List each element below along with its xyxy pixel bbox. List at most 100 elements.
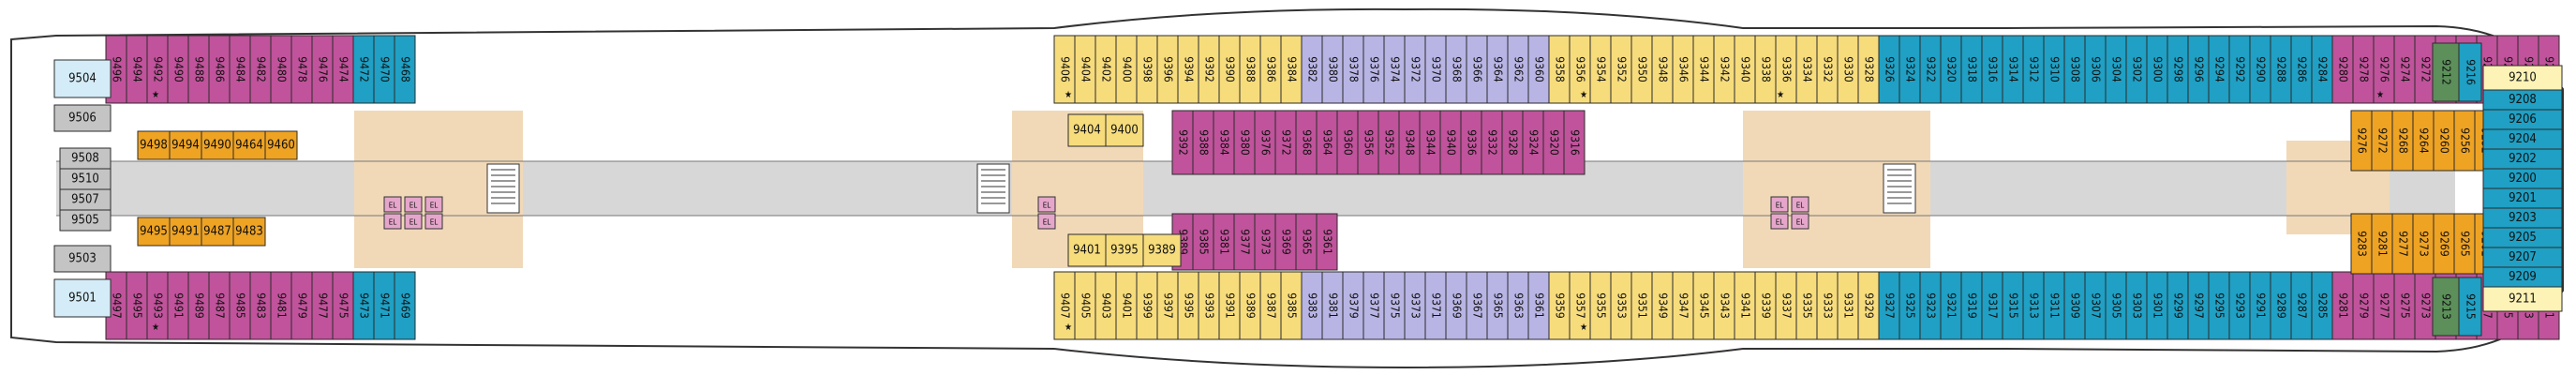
cabin-9397[interactable]: 9397 <box>1156 271 1179 340</box>
cabin-9338[interactable]: 9338 <box>1754 35 1777 104</box>
cabin-9206[interactable]: 9206 <box>2482 109 2563 130</box>
cabin-9208[interactable]: 9208 <box>2482 89 2563 111</box>
cabin-9392[interactable]: 9392 <box>1198 35 1220 104</box>
cabin-9268[interactable]: 9268 <box>2391 110 2414 172</box>
cabin-9498[interactable]: 9498 <box>137 130 171 160</box>
cabin-9394[interactable]: 9394 <box>1177 35 1199 104</box>
cabin-9494[interactable]: 9494 <box>126 35 148 104</box>
cabin-9403[interactable]: 9403 <box>1094 271 1117 340</box>
cabin-9348[interactable]: 9348 <box>1398 110 1421 175</box>
cabin-9294[interactable]: 9294 <box>2208 35 2230 104</box>
cabin-9344[interactable]: 9344 <box>1419 110 1441 175</box>
cabin-9384[interactable]: 9384 <box>1213 110 1235 175</box>
cabin-9401[interactable]: 9401 <box>1115 271 1138 340</box>
cabin-9306[interactable]: 9306 <box>2084 35 2107 104</box>
cabin-9490[interactable]: 9490 <box>167 35 189 104</box>
cabin-9389[interactable]: 9389 <box>1142 233 1182 267</box>
cabin-9202[interactable]: 9202 <box>2482 148 2563 170</box>
cabin-9510[interactable]: 9510 <box>59 168 112 190</box>
cabin-9376[interactable]: 9376 <box>1254 110 1276 175</box>
cabin-9318[interactable]: 9318 <box>1960 35 1983 104</box>
cabin-9352[interactable]: 9352 <box>1610 35 1632 104</box>
cabin-9476[interactable]: 9476 <box>311 35 334 104</box>
cabin-9404[interactable]: 9404 <box>1067 113 1107 147</box>
cabin-9316[interactable]: 9316 <box>1981 35 2003 104</box>
cabin-9300[interactable]: 9300 <box>2146 35 2168 104</box>
cabin-9407[interactable]: 9407 <box>1053 271 1076 340</box>
cabin-9382[interactable]: 9382 <box>1301 35 1323 104</box>
cabin-9372[interactable]: 9372 <box>1404 35 1426 104</box>
cabin-9302[interactable]: 9302 <box>2125 35 2148 104</box>
cabin-9481[interactable]: 9481 <box>270 271 292 340</box>
cabin-9336[interactable]: 9336 <box>1460 110 1482 175</box>
cabin-9308[interactable]: 9308 <box>2063 35 2086 104</box>
cabin-9287[interactable]: 9287 <box>2290 271 2313 340</box>
cabin-9310[interactable]: 9310 <box>2043 35 2065 104</box>
cabin-9350[interactable]: 9350 <box>1630 35 1653 104</box>
cabin-9368[interactable]: 9368 <box>1445 35 1467 104</box>
cabin-9387[interactable]: 9387 <box>1259 271 1282 340</box>
cabin-9298[interactable]: 9298 <box>2167 35 2189 104</box>
cabin-9209[interactable]: 9209 <box>2482 266 2563 288</box>
cabin-9332[interactable]: 9332 <box>1481 110 1503 175</box>
cabin-9307[interactable]: 9307 <box>2084 271 2107 340</box>
cabin-9351[interactable]: 9351 <box>1630 271 1653 340</box>
cabin-9349[interactable]: 9349 <box>1651 271 1674 340</box>
cabin-9329[interactable]: 9329 <box>1857 271 1880 340</box>
cabin-9395[interactable]: 9395 <box>1105 233 1144 267</box>
cabin-9324[interactable]: 9324 <box>1898 35 1921 104</box>
cabin-9256[interactable]: 9256 <box>2453 110 2476 172</box>
cabin-9290[interactable]: 9290 <box>2249 35 2271 104</box>
cabin-9352[interactable]: 9352 <box>1377 110 1400 175</box>
cabin-9374[interactable]: 9374 <box>1383 35 1406 104</box>
cabin-9400[interactable]: 9400 <box>1105 113 1144 147</box>
cabin-9369[interactable]: 9369 <box>1445 271 1467 340</box>
cabin-9480[interactable]: 9480 <box>270 35 292 104</box>
cabin-9326[interactable]: 9326 <box>1878 35 1900 104</box>
cabin-9320[interactable]: 9320 <box>1542 110 1565 175</box>
cabin-9493[interactable]: 9493 <box>146 271 169 340</box>
cabin-9373[interactable]: 9373 <box>1254 213 1276 271</box>
cabin-9296[interactable]: 9296 <box>2187 35 2210 104</box>
cabin-9286[interactable]: 9286 <box>2290 35 2313 104</box>
cabin-9309[interactable]: 9309 <box>2063 271 2086 340</box>
cabin-9482[interactable]: 9482 <box>249 35 272 104</box>
cabin-9316[interactable]: 9316 <box>1563 110 1586 175</box>
cabin-9365[interactable]: 9365 <box>1486 271 1509 340</box>
cabin-9495[interactable]: 9495 <box>126 271 148 340</box>
cabin-9304[interactable]: 9304 <box>2105 35 2127 104</box>
cabin-9375[interactable]: 9375 <box>1383 271 1406 340</box>
suite-9211[interactable]: 9211 <box>2482 286 2563 312</box>
cabin-9315[interactable]: 9315 <box>2002 271 2024 340</box>
cabin-9265[interactable]: 9265 <box>2453 213 2476 275</box>
cabin-9336[interactable]: 9336 <box>1775 35 1797 104</box>
cabin-9405[interactable]: 9405 <box>1074 271 1096 340</box>
cabin-9404[interactable]: 9404 <box>1074 35 1096 104</box>
cabin-9203[interactable]: 9203 <box>2482 207 2563 229</box>
cabin-9324[interactable]: 9324 <box>1522 110 1544 175</box>
cabin-9292[interactable]: 9292 <box>2228 35 2251 104</box>
cabin-9283[interactable]: 9283 <box>2350 213 2373 275</box>
cabin-9264[interactable]: 9264 <box>2412 110 2435 172</box>
cabin-9313[interactable]: 9313 <box>2022 271 2045 340</box>
cabin-9284[interactable]: 9284 <box>2311 35 2333 104</box>
cabin-9491[interactable]: 9491 <box>167 271 189 340</box>
cabin-9325[interactable]: 9325 <box>1898 271 1921 340</box>
cabin-9370[interactable]: 9370 <box>1424 35 1447 104</box>
cabin-9470[interactable]: 9470 <box>373 35 395 104</box>
cabin-9478[interactable]: 9478 <box>290 35 313 104</box>
cabin-9385[interactable]: 9385 <box>1280 271 1303 340</box>
cabin-9386[interactable]: 9386 <box>1259 35 1282 104</box>
cabin-9383[interactable]: 9383 <box>1301 271 1323 340</box>
cabin-9508[interactable]: 9508 <box>59 147 112 170</box>
cabin-9365[interactable]: 9365 <box>1295 213 1318 271</box>
cabin-9334[interactable]: 9334 <box>1795 35 1818 104</box>
cabin-9320[interactable]: 9320 <box>1940 35 1962 104</box>
cabin-9272[interactable]: 9272 <box>2414 35 2436 104</box>
cabin-9348[interactable]: 9348 <box>1651 35 1674 104</box>
cabin-9384[interactable]: 9384 <box>1280 35 1303 104</box>
cabin-9399[interactable]: 9399 <box>1136 271 1158 340</box>
cabin-9322[interactable]: 9322 <box>1919 35 1942 104</box>
cabin-9305[interactable]: 9305 <box>2105 271 2127 340</box>
cabin-9372[interactable]: 9372 <box>1274 110 1297 175</box>
